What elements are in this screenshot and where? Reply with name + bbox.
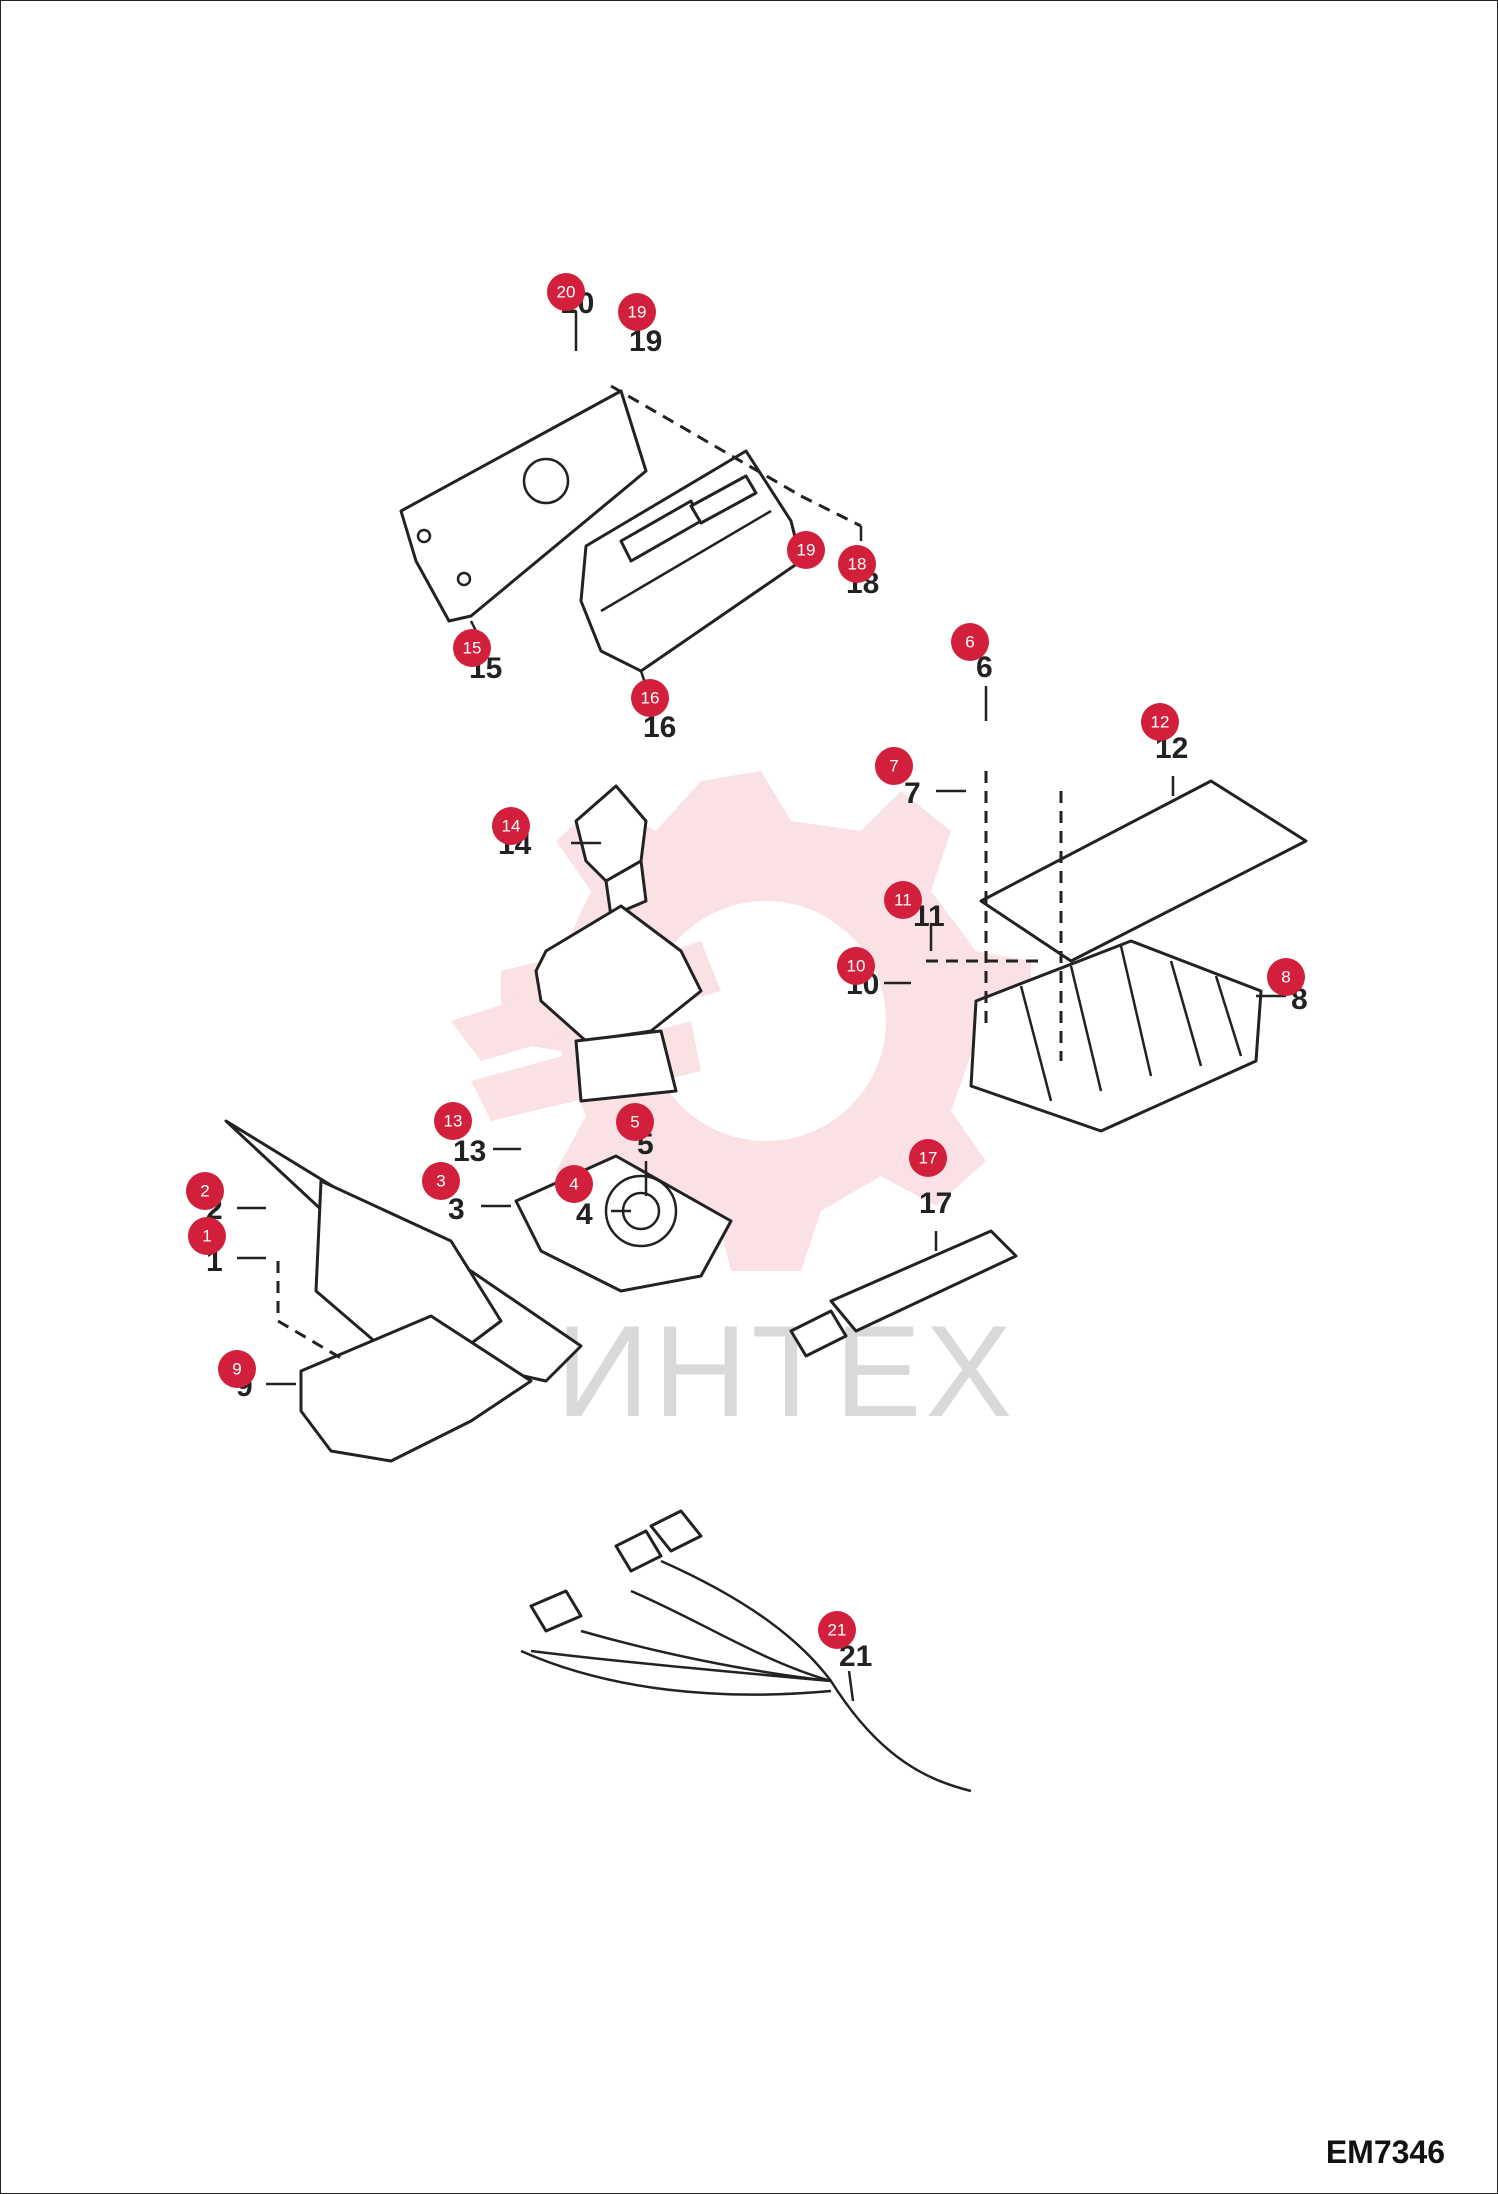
callout-16[interactable]: 16 [631,679,669,717]
wire-harness [520,1509,972,1793]
callout-2[interactable]: 2 [186,1172,224,1210]
svg-text:14: 14 [502,817,521,836]
svg-text:13: 13 [444,1112,463,1131]
valve-bank [969,939,1263,1133]
label-4: 4 [576,1198,593,1231]
callout-18[interactable]: 18 [838,545,876,583]
callout-17[interactable]: 17 [909,1139,947,1177]
svg-text:7: 7 [889,757,898,776]
callout-4[interactable]: 4 [555,1165,593,1203]
callout-7[interactable]: 7 [875,747,913,785]
callout-14[interactable]: 14 [492,807,530,845]
svg-text:6: 6 [965,633,974,652]
callout-11[interactable]: 11 [884,881,922,919]
control-console [224,1119,583,1463]
gasket [979,779,1308,963]
svg-text:10: 10 [847,957,866,976]
svg-text:21: 21 [828,1621,847,1640]
label-13: 13 [453,1135,486,1168]
svg-text:15: 15 [463,639,482,658]
svg-text:18: 18 [848,555,867,574]
svg-text:3: 3 [436,1172,445,1191]
callout-3[interactable]: 3 [422,1162,460,1200]
svg-text:20: 20 [557,283,576,302]
callout-5[interactable]: 5 [616,1103,654,1141]
label-7: 7 [904,777,921,810]
svg-text:4: 4 [569,1175,578,1194]
grease-tube [789,1229,1018,1358]
svg-text:1: 1 [202,1227,211,1246]
joystick-handle [534,784,703,1103]
svg-text:12: 12 [1151,713,1170,732]
callout-12[interactable]: 12 [1141,703,1179,741]
callout-8[interactable]: 8 [1267,958,1305,996]
diagram-code: EM7346 [1325,2134,1445,2170]
callout-20[interactable]: 20 [547,273,585,311]
svg-text:5: 5 [630,1113,639,1132]
callout-21[interactable]: 21 [818,1611,856,1649]
svg-text:16: 16 [641,689,660,708]
label-6: 6 [976,651,993,684]
callout-badges: 1 2 3 4 5 6 7 8 9 10 11 12 13 14 15 16 1… [186,273,1305,1649]
callout-10[interactable]: 10 [837,947,875,985]
svg-text:9: 9 [232,1360,241,1379]
callout-19a[interactable]: 19 [618,293,656,331]
svg-text:2: 2 [200,1182,209,1201]
svg-text:11: 11 [894,891,912,910]
callout-19b[interactable]: 19 [787,531,825,569]
controller-module [579,449,803,673]
watermark-text: ИНТЕХ [556,1298,1016,1444]
callout-1[interactable]: 1 [188,1217,226,1255]
svg-text:19: 19 [628,303,647,322]
label-3: 3 [448,1193,465,1226]
callout-13[interactable]: 13 [434,1102,472,1140]
svg-text:19: 19 [797,541,816,560]
leader-lines [237,311,1286,1702]
svg-text:8: 8 [1281,968,1290,987]
callout-6[interactable]: 6 [951,623,989,661]
svg-text:17: 17 [919,1149,938,1168]
callout-9[interactable]: 9 [218,1350,256,1388]
label-17: 17 [919,1187,952,1220]
callout-15[interactable]: 15 [453,629,491,667]
